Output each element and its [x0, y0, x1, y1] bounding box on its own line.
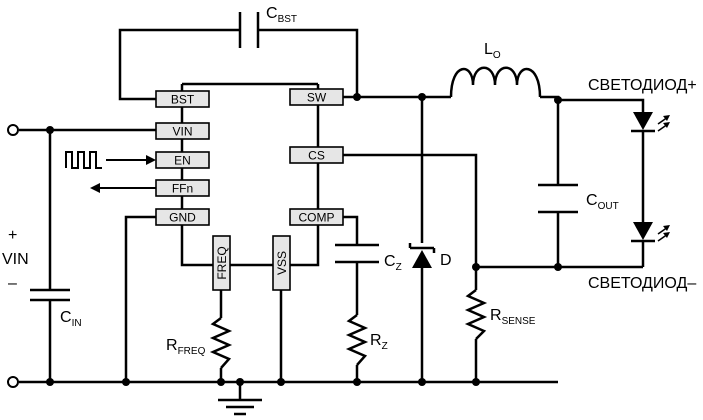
svg-text:VSS: VSS	[275, 251, 289, 275]
svg-text:RSENSE: RSENSE	[490, 307, 536, 327]
pin-bst: BST	[155, 90, 210, 108]
svg-text:VIN: VIN	[172, 125, 192, 139]
cbst-capacitor: CBST	[238, 5, 297, 48]
svg-text:RZ: RZ	[370, 332, 388, 352]
pin-cs: CS	[289, 146, 344, 164]
en-arrow-icon	[146, 155, 156, 165]
cout-capacitor: COUT	[538, 183, 619, 214]
svg-text:LO: LO	[484, 41, 501, 61]
svg-text:GND: GND	[169, 211, 196, 225]
svg-text:D: D	[440, 252, 452, 269]
lo-inductor: LO	[449, 41, 542, 98]
led-lower	[631, 222, 670, 248]
rz-resistor: RZ	[345, 314, 388, 366]
led-upper	[631, 112, 670, 140]
pin-vin: VIN	[155, 122, 210, 140]
ffn-signal	[90, 183, 156, 193]
light-rays-icon	[657, 115, 670, 132]
pin-freq: FREQ	[212, 235, 231, 291]
svg-text:BST: BST	[171, 93, 195, 107]
light-rays-icon	[657, 225, 670, 242]
rsense-resistor: RSENSE	[464, 289, 536, 340]
cin-capacitor: CIN	[30, 288, 82, 329]
cz-capacitor: CZ	[335, 243, 402, 273]
vin-plus-terminal	[7, 124, 19, 136]
pin-vss: VSS	[272, 235, 291, 291]
svg-text:FFn: FFn	[172, 182, 193, 196]
svg-text:COMP: COMP	[299, 211, 335, 225]
vin-minus-terminal	[7, 376, 19, 388]
ffn-arrow-icon	[90, 183, 100, 193]
diode-d: D	[408, 243, 452, 269]
pin-en: EN	[155, 151, 210, 169]
svg-text:RFREQ: RFREQ	[166, 337, 206, 357]
vin-plus-label: +	[8, 227, 17, 244]
led-minus-label: СВЕТОДИОД–	[588, 275, 696, 292]
svg-text:CS: CS	[308, 149, 325, 163]
rfreq-resistor: RFREQ	[166, 317, 233, 369]
svg-text:CBST: CBST	[266, 5, 297, 25]
svg-text:CZ: CZ	[384, 253, 402, 273]
pin-sw: SW	[289, 88, 344, 106]
svg-text:SW: SW	[307, 91, 327, 105]
svg-text:FREQ: FREQ	[215, 246, 229, 279]
vin-minus-label: –	[8, 275, 17, 292]
pin-ffn: FFn	[155, 179, 210, 197]
junction-dots	[46, 93, 562, 386]
en-signal	[65, 151, 156, 169]
vin-label: VIN	[2, 251, 29, 268]
svg-text:COUT: COUT	[586, 192, 619, 212]
svg-text:EN: EN	[174, 154, 191, 168]
svg-text:CIN: CIN	[60, 309, 82, 329]
pin-comp: COMP	[289, 208, 344, 226]
led-plus-label: СВЕТОДИОД+	[588, 77, 697, 94]
pin-gnd: GND	[155, 208, 210, 226]
